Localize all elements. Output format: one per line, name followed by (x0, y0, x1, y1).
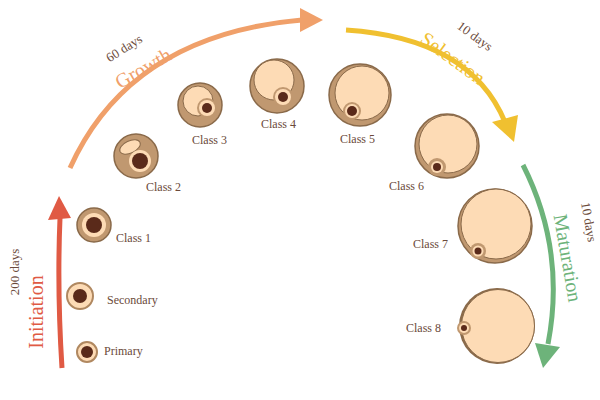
follicle-label: Class 3 (192, 134, 227, 146)
class-4-follicle (250, 59, 304, 113)
duration-label: 200 days (8, 249, 21, 296)
phase-label: Initiation (26, 275, 46, 348)
follicle-label: Class 4 (261, 118, 296, 130)
class-1-follicle (77, 208, 111, 242)
follicle-label: Class 1 (116, 232, 151, 244)
class-2-follicle (114, 134, 158, 178)
secondary-follicle (67, 283, 93, 309)
class-7-follicle (458, 189, 532, 263)
growth-arrow (70, 8, 323, 168)
follicle-label: Class 8 (406, 322, 441, 334)
initiation-arrow (48, 196, 71, 368)
duration-label: 10 days (455, 19, 495, 53)
follicle-label: Class 6 (389, 180, 424, 192)
follicle-label: Secondary (107, 294, 158, 306)
class-6-follicle (415, 114, 479, 178)
class-5-follicle (329, 64, 391, 126)
duration-label: 10 days (579, 201, 599, 243)
follicle-label: Class 7 (413, 238, 448, 250)
follicle-label: Primary (104, 345, 143, 357)
primary-follicle (77, 342, 97, 362)
class-8-follicle (457, 288, 535, 364)
follicle-label: Class 2 (146, 181, 181, 193)
follicle-label: Class 5 (340, 133, 375, 145)
class-3-follicle (178, 83, 222, 127)
